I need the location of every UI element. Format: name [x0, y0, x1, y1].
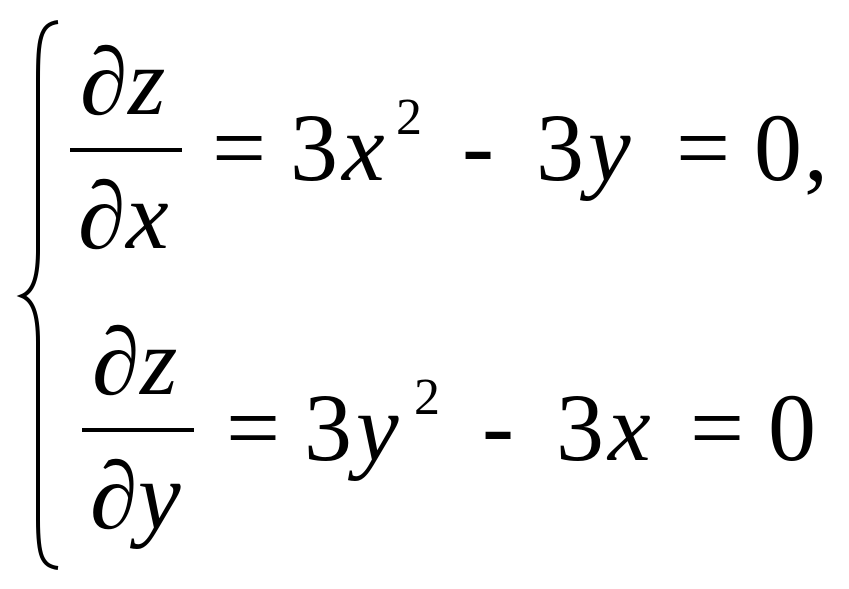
- eq2-rhs: 0: [768, 374, 816, 481]
- eq1-comma: ,: [804, 94, 828, 201]
- eq1-coef-1: 3: [290, 94, 338, 201]
- eq1-numerator-partial: ∂: [80, 28, 128, 135]
- eq2-coef-2: 3: [556, 374, 604, 481]
- eq2-exponent: 2: [414, 369, 440, 426]
- eq2-coef-1: 3: [304, 374, 352, 481]
- eq1-equals-2: =: [676, 94, 731, 201]
- eq1-minus: -: [462, 92, 494, 199]
- eq2-equals-2: =: [690, 374, 745, 481]
- eq1-rhs: 0: [754, 94, 802, 201]
- eq1-exponent: 2: [396, 89, 422, 146]
- eq2-minus: -: [482, 372, 514, 479]
- eq2-fraction-bar: [82, 428, 194, 432]
- eq1-coef-2: 3: [536, 94, 584, 201]
- eq1-denominator-var: x: [126, 162, 169, 269]
- eq1-denominator-partial: ∂: [78, 162, 126, 269]
- eq1-var-1: x: [342, 94, 385, 201]
- eq1-fraction-bar: [70, 148, 182, 152]
- eq2-numerator-var: z: [140, 308, 178, 415]
- eq2-var-1: y: [356, 374, 399, 481]
- eq2-denominator-partial: ∂: [90, 442, 138, 549]
- eq1-var-2: y: [588, 94, 631, 201]
- eq1-equals-1: =: [212, 94, 267, 201]
- eq2-numerator-partial: ∂: [92, 308, 140, 415]
- eq2-equals-1: =: [226, 374, 281, 481]
- eq1-numerator-var: z: [128, 28, 166, 135]
- eq2-denominator-var: y: [138, 442, 181, 549]
- eq2-var-2: x: [608, 374, 651, 481]
